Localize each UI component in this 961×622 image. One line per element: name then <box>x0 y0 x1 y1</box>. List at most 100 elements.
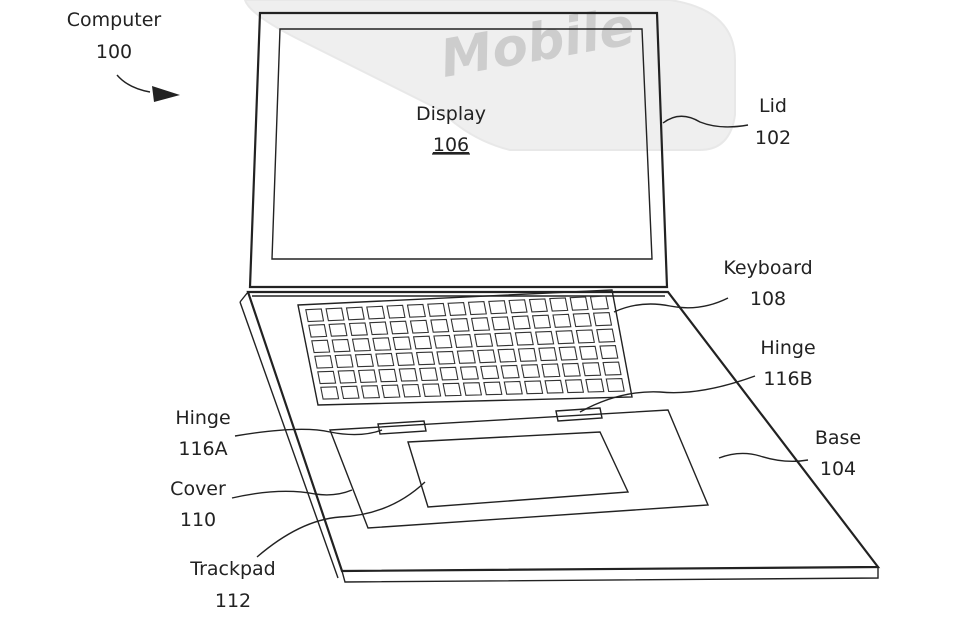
keyboard-key <box>406 303 426 318</box>
keyboard-key <box>578 345 599 360</box>
keyboard-key <box>398 368 418 382</box>
hinge-116a-label: Hinge <box>175 407 230 429</box>
keyboard-key <box>351 338 371 352</box>
keyboard-key <box>491 316 511 331</box>
keyboard-key <box>535 330 555 345</box>
watermark-phone-shape <box>243 0 736 151</box>
keyboard-key <box>369 321 389 336</box>
keyboard-key <box>575 329 595 344</box>
hinge-116a <box>377 420 427 435</box>
base-left-side <box>239 301 339 579</box>
keyboard-key <box>415 351 436 366</box>
keyboard-key <box>401 383 421 398</box>
base-left-edge <box>239 291 249 303</box>
keyboard-key <box>305 308 325 323</box>
cover-label: Cover <box>170 478 226 500</box>
keyboard-key <box>462 382 483 396</box>
keyboard-key <box>470 317 491 332</box>
keyboard-key <box>511 315 531 330</box>
keyboard-key <box>503 380 523 395</box>
keyboard-key <box>345 306 365 321</box>
hinge-116a-ref: 116A <box>178 438 227 460</box>
display-screen <box>271 28 653 260</box>
cover <box>329 409 710 529</box>
keyboard-key <box>360 385 381 399</box>
keyboard-key <box>447 302 467 316</box>
keyboard-keys <box>305 295 625 400</box>
keyboard-key <box>450 318 470 332</box>
hinge-116a-leader <box>234 428 383 437</box>
keyboard-key <box>480 365 500 380</box>
keyboard-key <box>366 305 386 320</box>
keyboard-key <box>541 363 561 378</box>
keyboard-key <box>456 350 476 364</box>
hinge-116b-label: Hinge <box>760 337 815 359</box>
keyboard-key <box>308 324 328 338</box>
keyboard-key <box>528 298 548 313</box>
keyboard-key <box>439 366 459 381</box>
keyboard-key <box>517 347 537 362</box>
keyboard-key <box>538 347 558 362</box>
base-front-edge <box>341 566 879 583</box>
keyboard-key <box>582 362 602 377</box>
computer-arrow-line <box>116 74 151 93</box>
keyboard-key <box>386 304 406 319</box>
keyboard-key <box>340 385 360 400</box>
keyboard-key <box>585 378 605 393</box>
keyboard-key <box>430 318 450 333</box>
display-ref: 106 <box>433 134 469 156</box>
keyboard <box>297 289 633 406</box>
keyboard-outline <box>297 289 633 406</box>
lid-label: Lid <box>759 95 787 117</box>
keyboard-key <box>378 368 398 383</box>
keyboard-key <box>561 362 581 377</box>
keyboard-key <box>317 370 337 385</box>
keyboard-key <box>552 313 572 328</box>
keyboard-key <box>453 334 473 348</box>
keyboard-key <box>320 386 340 400</box>
keyboard-key <box>474 333 494 348</box>
keyboard-key <box>427 302 447 317</box>
trackpad-ref: 112 <box>215 590 251 612</box>
base-label: Base <box>815 427 861 449</box>
keyboard-key <box>419 367 439 382</box>
cover-ref: 110 <box>180 509 216 531</box>
keyboard-key <box>372 337 392 351</box>
keyboard-key <box>569 296 589 311</box>
keyboard-key <box>354 353 374 368</box>
base-ref: 104 <box>820 458 856 480</box>
lid-ref: 102 <box>755 127 791 149</box>
trackpad-leader <box>256 481 426 558</box>
base-leader <box>718 452 809 463</box>
keyboard-key <box>477 349 497 364</box>
keyboard-key <box>596 328 616 343</box>
keyboard-key <box>483 381 503 396</box>
watermark: Mobile <box>243 0 736 151</box>
keyboard-key <box>442 382 462 397</box>
keyboard-key <box>599 345 619 360</box>
computer-label: Computer <box>67 9 162 31</box>
keyboard-key <box>422 383 442 397</box>
keyboard-key <box>564 379 585 394</box>
keyboard-key <box>311 339 331 354</box>
keyboard-key <box>531 314 552 329</box>
keyboard-key <box>459 366 479 380</box>
keyboard-key <box>409 319 429 334</box>
hinge-116b-ref: 116B <box>763 368 812 390</box>
computer-arrow-head <box>152 86 180 102</box>
keyboard-key <box>508 299 528 314</box>
computer-ref: 100 <box>96 41 132 63</box>
keyboard-key <box>544 379 564 394</box>
cover-outline <box>329 409 710 529</box>
keyboard-key <box>433 334 453 349</box>
keyboard-key <box>500 364 520 379</box>
keyboard-key <box>605 378 625 393</box>
cover-leader <box>231 489 353 499</box>
keyboard-key <box>395 352 415 366</box>
keyboard-key <box>549 297 569 312</box>
keyboard-key <box>497 348 517 363</box>
keyboard-key <box>524 380 544 395</box>
hinge-116b-leader <box>579 375 756 413</box>
